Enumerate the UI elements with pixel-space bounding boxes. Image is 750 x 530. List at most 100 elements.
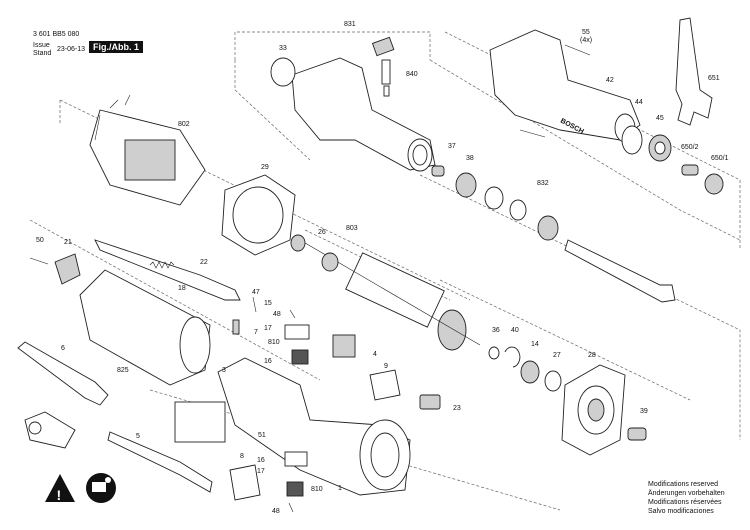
label-27: 27 bbox=[553, 352, 561, 359]
label-803: 803 bbox=[346, 225, 358, 232]
label-48a: 48 bbox=[273, 311, 281, 318]
circlip-part-40 bbox=[504, 346, 521, 368]
label-55: 55 bbox=[582, 29, 590, 36]
screw-part-48a bbox=[289, 309, 296, 319]
part-number: 3 601 BB5 080 bbox=[33, 31, 80, 38]
bearing-part-832 bbox=[537, 215, 559, 241]
o-ring-part-33 bbox=[270, 57, 296, 87]
note-de: Änderungen vorbehalten bbox=[648, 490, 725, 497]
brush-holder-part-810a bbox=[284, 324, 310, 365]
label-15: 15 bbox=[264, 300, 272, 307]
ring-part-832 bbox=[509, 199, 527, 221]
label-6: 6 bbox=[61, 345, 65, 352]
figure-title: Fig./Abb. 1 bbox=[89, 41, 143, 53]
clip-part-7 bbox=[232, 319, 240, 335]
part-39 bbox=[627, 427, 647, 441]
bearing-part-26a bbox=[290, 234, 306, 252]
note-es: Salvo modificaciones bbox=[648, 508, 714, 515]
bearing-part-38 bbox=[455, 172, 477, 198]
label-51: 51 bbox=[258, 432, 266, 439]
label-7: 7 bbox=[254, 329, 258, 336]
cable-sleeve-part-6 bbox=[17, 341, 109, 406]
label-840: 840 bbox=[406, 71, 418, 78]
screw-part-55 bbox=[564, 44, 591, 56]
label-5: 5 bbox=[136, 433, 140, 440]
bearing-part-14 bbox=[520, 360, 540, 384]
label-38: 38 bbox=[466, 155, 474, 162]
label-802: 802 bbox=[178, 121, 190, 128]
label-part-8 bbox=[229, 464, 261, 501]
label-44: 44 bbox=[635, 99, 643, 106]
switch-rod-part-22 bbox=[94, 239, 241, 301]
label-40: 40 bbox=[511, 327, 519, 334]
label-23: 23 bbox=[453, 405, 461, 412]
label-37: 37 bbox=[448, 143, 456, 150]
label-47: 47 bbox=[252, 289, 260, 296]
label-8: 8 bbox=[240, 453, 244, 460]
rod-part-5 bbox=[107, 431, 213, 493]
label-810b: 810 bbox=[311, 486, 323, 493]
svg-text:!: ! bbox=[57, 487, 62, 503]
motor-housing-part-42: BOSCH bbox=[489, 29, 641, 143]
screw-part-48b bbox=[288, 502, 294, 513]
label-39: 39 bbox=[640, 408, 648, 415]
cover-part-825 bbox=[79, 269, 211, 386]
issue-label: Issue bbox=[33, 42, 50, 49]
label-4: 4 bbox=[373, 351, 377, 358]
label-825: 825 bbox=[117, 367, 129, 374]
spindle-lock-part-840 bbox=[371, 36, 395, 97]
label-36: 36 bbox=[492, 327, 500, 334]
label-22: 22 bbox=[200, 259, 208, 266]
label-831: 831 bbox=[344, 21, 356, 28]
screw-part-55b bbox=[519, 129, 546, 138]
warning-triangle-icon: ! bbox=[45, 474, 75, 503]
label-28: 28 bbox=[588, 352, 596, 359]
switch-part-51 bbox=[174, 401, 226, 443]
bearing-part-38b bbox=[484, 186, 504, 210]
cap-part-23 bbox=[419, 394, 441, 410]
label-17b: 17 bbox=[257, 468, 265, 475]
label-26: 26 bbox=[318, 229, 326, 236]
ring-part-44 bbox=[621, 125, 643, 155]
label-832: 832 bbox=[537, 180, 549, 187]
washer-part-36 bbox=[488, 346, 500, 360]
note-en: Modifications reserved bbox=[648, 481, 719, 488]
collet-nut-part-650-1 bbox=[704, 173, 724, 195]
flange-part-28 bbox=[561, 364, 626, 456]
label-55-qty: (4x) bbox=[580, 37, 592, 44]
label-50: 50 bbox=[36, 237, 44, 244]
screw-part-47 bbox=[252, 296, 257, 313]
label-18: 18 bbox=[178, 285, 186, 292]
label-16b: 16 bbox=[257, 457, 265, 464]
label-17a: 17 bbox=[264, 325, 272, 332]
main-housing-part-3 bbox=[217, 357, 411, 496]
field-coil-part-802 bbox=[89, 94, 206, 206]
read-manual-icon bbox=[86, 473, 116, 503]
bushing-part-37 bbox=[431, 165, 445, 177]
spindle-shaft bbox=[564, 239, 676, 303]
gear-housing-part-831 bbox=[291, 57, 436, 172]
label-14: 14 bbox=[531, 341, 539, 348]
label-810a: 810 bbox=[268, 339, 280, 346]
spring-part-18 bbox=[149, 261, 175, 269]
label-3: 3 bbox=[222, 367, 226, 374]
label-16a: 16 bbox=[264, 358, 272, 365]
label-651: 651 bbox=[708, 75, 720, 82]
part-labels: 831 33 55 (4x) 840 651 42 44 45 802 37 3… bbox=[36, 21, 729, 515]
brush-holder-part-810b bbox=[284, 451, 308, 497]
label-650-1: 650/1 bbox=[711, 155, 729, 162]
carbon-brush-part-4 bbox=[332, 334, 356, 358]
ring-part-27 bbox=[544, 370, 562, 392]
label-45: 45 bbox=[656, 115, 664, 122]
fan-guide-part-29 bbox=[221, 174, 296, 256]
label-650-2: 650/2 bbox=[681, 144, 699, 151]
collet-part-650-2 bbox=[681, 164, 699, 176]
label-42: 42 bbox=[606, 77, 614, 84]
label-part-9 bbox=[369, 369, 401, 401]
wrench-part-651 bbox=[675, 17, 713, 126]
label-33: 33 bbox=[279, 45, 287, 52]
label-9: 9 bbox=[384, 363, 388, 370]
issue-date: 23-06-13 bbox=[57, 46, 86, 53]
label-21: 21 bbox=[64, 239, 72, 246]
